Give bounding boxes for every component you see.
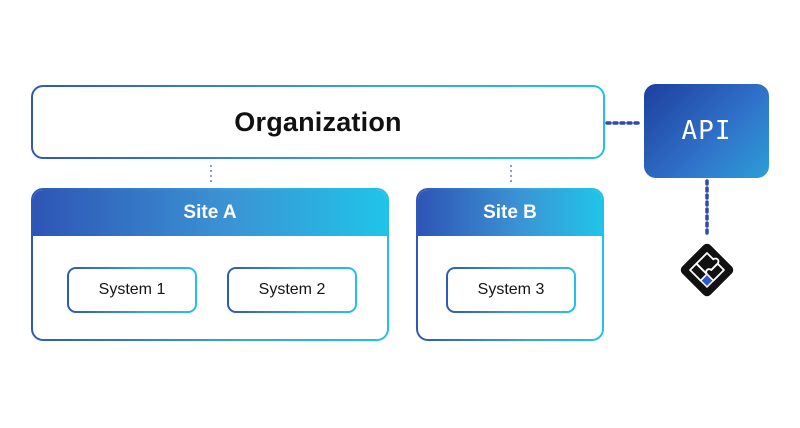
organization-label: Organization (234, 106, 402, 137)
site-b-label: Site B (483, 202, 537, 223)
site-b-box: Site B System 3 (416, 188, 604, 341)
system-3-box: System 3 (446, 267, 576, 313)
api-box: API (644, 84, 769, 178)
system-1-box: System 1 (67, 267, 197, 313)
site-a-header: Site A (33, 190, 387, 236)
site-a-box: Site A System 1 System 2 (31, 188, 389, 341)
puzzle-icon (673, 236, 741, 304)
system-3-label: System 3 (448, 269, 574, 311)
api-label: API (681, 116, 732, 146)
system-1-label: System 1 (69, 269, 195, 311)
system-2-label: System 2 (229, 269, 355, 311)
organization-box: Organization (31, 85, 605, 159)
system-2-box: System 2 (227, 267, 357, 313)
site-a-label: Site A (183, 202, 237, 223)
site-b-header: Site B (418, 190, 602, 236)
